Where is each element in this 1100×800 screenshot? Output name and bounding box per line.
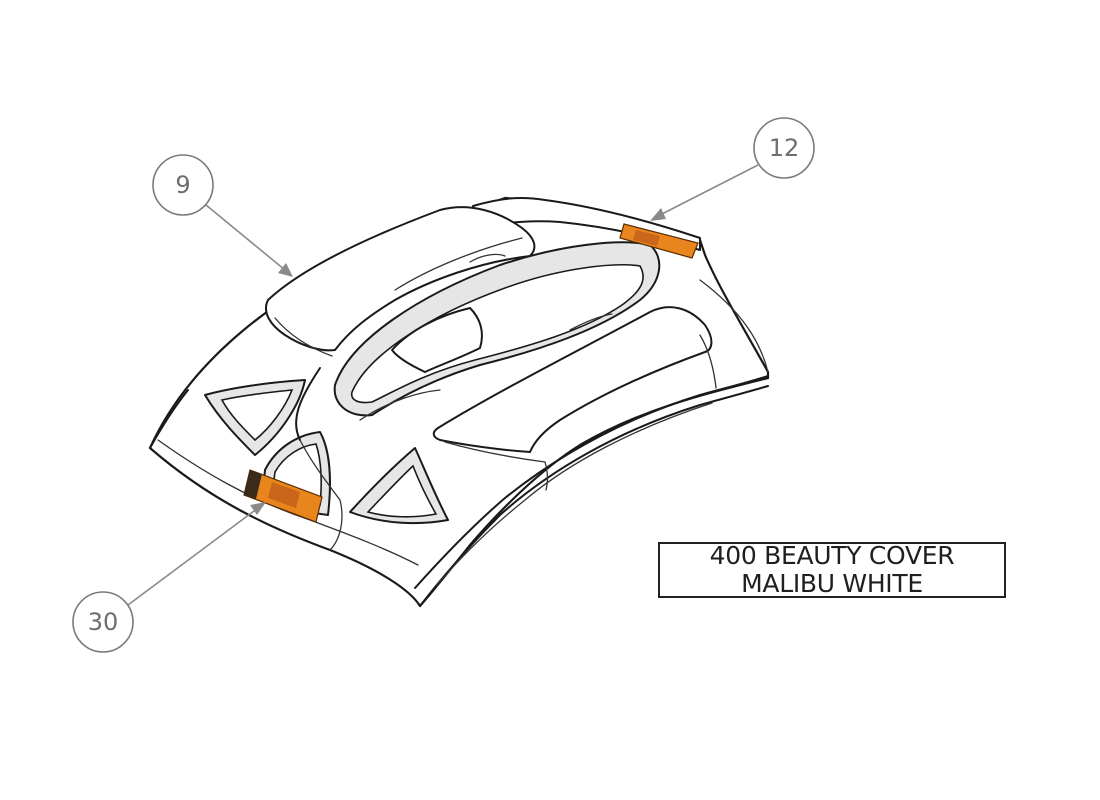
balloon-30-number: 30 xyxy=(88,608,119,636)
balloon-12: 12 xyxy=(650,117,815,221)
balloon-12-number: 12 xyxy=(769,134,800,162)
label-sticker-front xyxy=(243,469,323,523)
part-title-line2: MALIBU WHITE xyxy=(741,569,923,598)
part-title-block: 400 BEAUTY COVER MALIBU WHITE xyxy=(658,542,1006,598)
balloon-30: 30 xyxy=(72,502,266,653)
balloon-9: 9 xyxy=(152,154,293,277)
label-sticker-rear xyxy=(619,223,699,259)
part-title-line1: 400 BEAUTY COVER xyxy=(709,541,955,570)
balloon-9-number: 9 xyxy=(175,171,190,199)
